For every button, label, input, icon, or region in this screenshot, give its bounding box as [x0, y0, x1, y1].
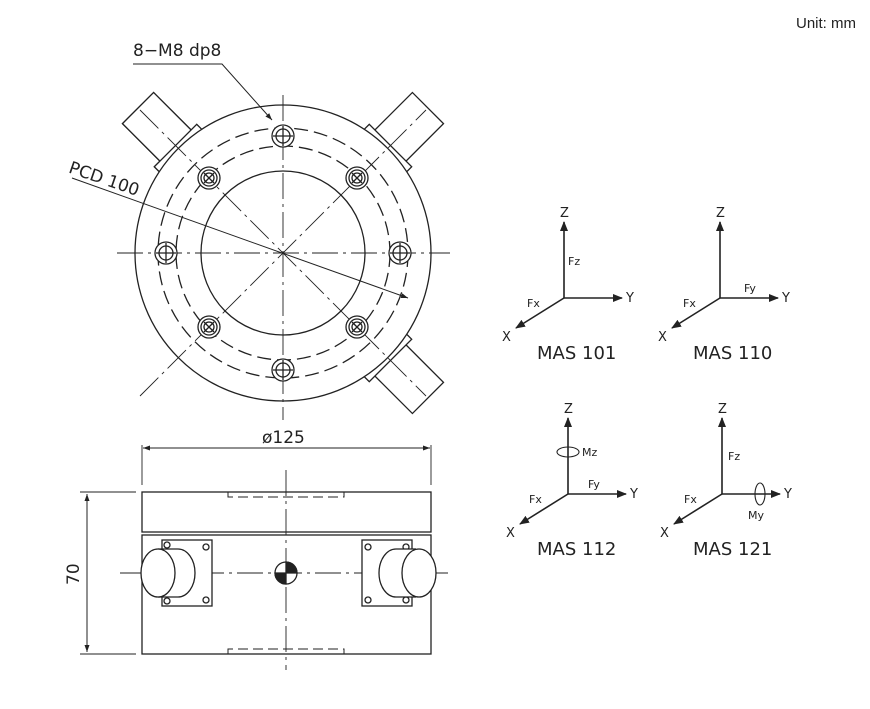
- force-label-fz: Fz: [568, 255, 581, 268]
- axis-y-label: Y: [784, 487, 792, 502]
- axis-x-label: X: [502, 330, 511, 345]
- axis-z-label: Z: [716, 206, 725, 221]
- body: [141, 534, 432, 655]
- hole-callout-leader: [133, 63, 273, 121]
- axes-mas-112: [519, 417, 627, 525]
- top-plate: [141, 491, 432, 533]
- model-caption: MAS 121: [693, 539, 773, 560]
- moment-label-mz: Mz: [582, 446, 598, 459]
- unit-label: Unit: mm: [796, 15, 856, 32]
- side-connector-left: [140, 539, 213, 607]
- axes-mas-101: [515, 221, 623, 329]
- model-caption: MAS 110: [693, 343, 773, 364]
- model-caption: MAS 112: [537, 539, 617, 560]
- axis-z-label: Z: [718, 402, 727, 417]
- model-caption: MAS 101: [537, 343, 617, 364]
- side-view: [80, 445, 448, 670]
- axis-y-label: Y: [782, 291, 790, 306]
- center-of-gravity-icon: [274, 561, 298, 585]
- axes-mas-121: [673, 417, 781, 525]
- pcd-leader: [71, 177, 409, 299]
- axis-y-label: Y: [626, 291, 634, 306]
- bolt-holes: [154, 124, 412, 382]
- axis-x-label: X: [506, 526, 515, 541]
- force-label-fx: Fx: [527, 297, 540, 310]
- axis-z-label: Z: [560, 206, 569, 221]
- force-label-fy: Fy: [744, 282, 756, 295]
- diameter-label: ø125: [262, 428, 305, 448]
- force-label-fx: Fx: [684, 493, 697, 506]
- force-label-fx: Fx: [529, 493, 542, 506]
- axis-x-label: X: [660, 526, 669, 541]
- force-label-fz: Fz: [728, 450, 741, 463]
- hole-callout: 8−M8 dp8: [133, 41, 222, 61]
- force-label-fy: Fy: [588, 478, 600, 491]
- axis-diagrams: [515, 221, 781, 525]
- axis-z-label: Z: [564, 402, 573, 417]
- force-label-fx: Fx: [683, 297, 696, 310]
- axes-mas-110: [671, 221, 779, 329]
- height-label: 70: [64, 563, 84, 585]
- side-connector-right: [361, 539, 437, 607]
- moment-label-my: My: [748, 509, 765, 522]
- axis-x-label: X: [658, 330, 667, 345]
- top-view: [71, 63, 450, 420]
- axis-y-label: Y: [630, 487, 638, 502]
